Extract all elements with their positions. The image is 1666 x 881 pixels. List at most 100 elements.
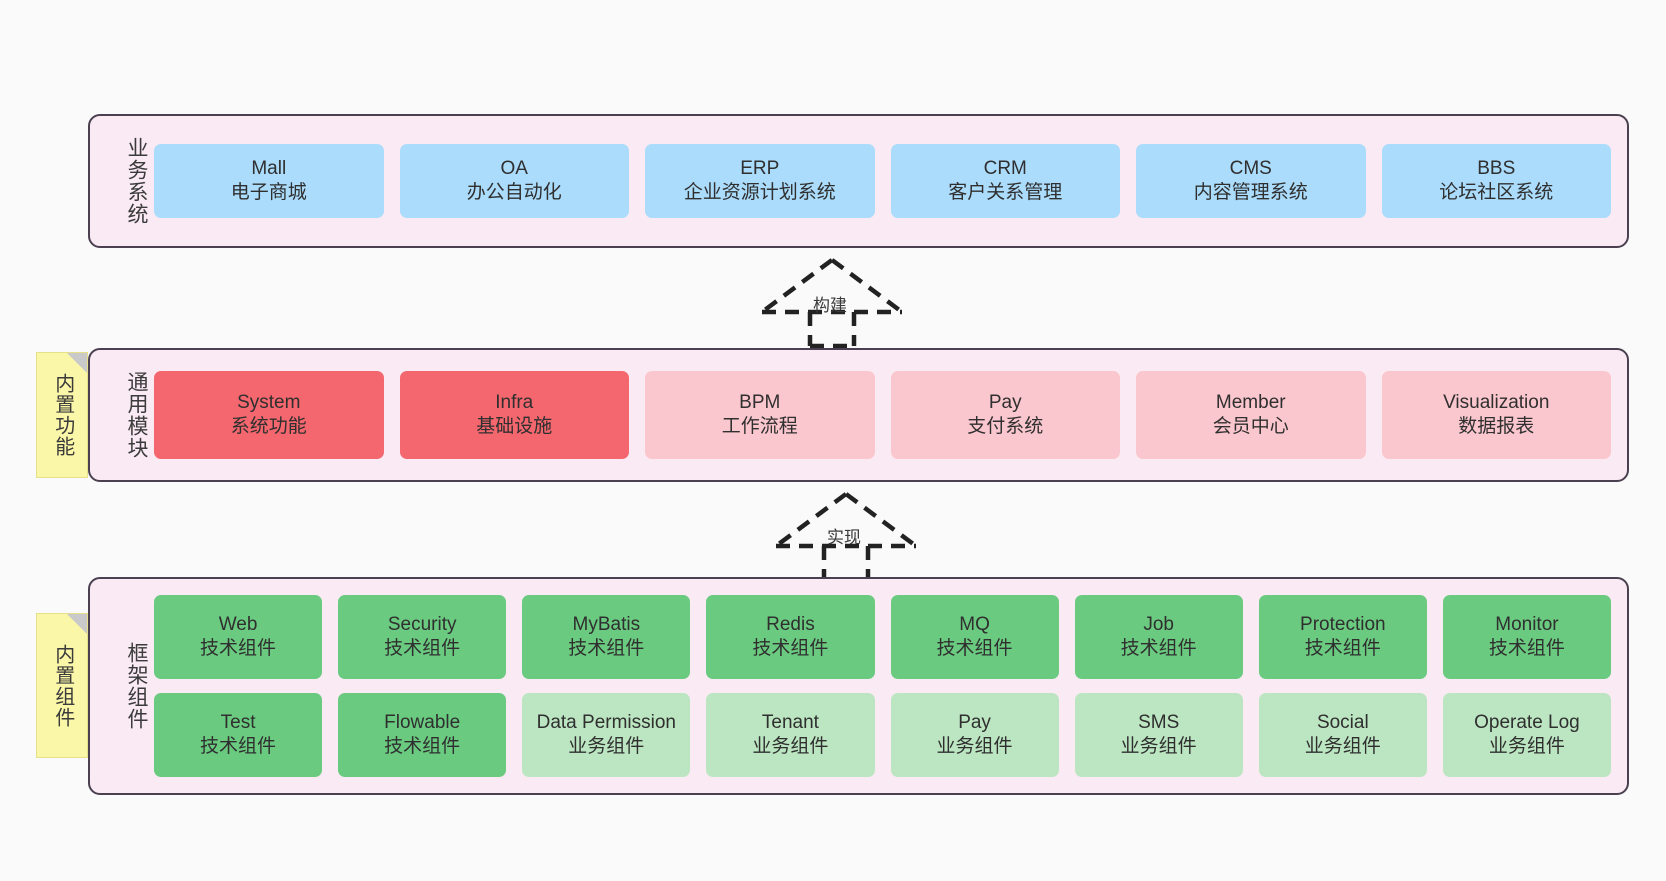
layer-common-modules: 通用模块 System 系统功能 Infra 基础设施 BPM 工作流程 Pay… xyxy=(88,348,1629,482)
card-title: Mall xyxy=(251,157,287,179)
card-crm[interactable]: CRM 客户关系管理 xyxy=(890,144,1120,218)
card-subtitle: 技术组件 xyxy=(1488,638,1565,659)
layer-title-framework: 框架组件 xyxy=(125,642,148,730)
card-web[interactable]: Web 技术组件 xyxy=(154,595,323,679)
card-mq[interactable]: MQ 技术组件 xyxy=(890,595,1059,679)
card-subtitle: 业务组件 xyxy=(1304,736,1381,757)
card-title: Data Permission xyxy=(536,711,676,733)
card-title: Tenant xyxy=(761,711,819,733)
card-subtitle: 论坛社区系统 xyxy=(1439,182,1554,203)
card-row: Mall 电子商城 OA 办公自动化 ERP 企业资源计划系统 CRM 客户关系… xyxy=(154,144,1611,218)
card-title: MQ xyxy=(959,613,990,635)
card-title: Member xyxy=(1215,391,1286,413)
card-sms[interactable]: SMS 业务组件 xyxy=(1074,693,1243,777)
card-mall[interactable]: Mall 电子商城 xyxy=(154,144,384,218)
card-title: ERP xyxy=(740,157,780,179)
card-system[interactable]: System 系统功能 xyxy=(154,371,384,459)
card-bbs[interactable]: BBS 论坛社区系统 xyxy=(1381,144,1611,218)
card-subtitle: 业务组件 xyxy=(1120,736,1197,757)
card-subtitle: 数据报表 xyxy=(1458,416,1535,437)
card-subtitle: 技术组件 xyxy=(384,736,461,757)
card-subtitle: 业务组件 xyxy=(752,736,829,757)
sticky-fold-corner-icon xyxy=(67,614,87,634)
card-subtitle: 电子商城 xyxy=(230,182,307,203)
connector-implement-arrow xyxy=(774,492,918,582)
card-test[interactable]: Test 技术组件 xyxy=(154,693,323,777)
card-flowable[interactable]: Flowable 技术组件 xyxy=(338,693,507,777)
card-subtitle: 系统功能 xyxy=(230,416,307,437)
card-pay-module[interactable]: Pay 支付系统 xyxy=(890,371,1120,459)
layer-framework-cards: Web 技术组件 Security 技术组件 MyBatis 技术组件 Redi… xyxy=(148,579,1627,793)
card-redis[interactable]: Redis 技术组件 xyxy=(706,595,875,679)
card-mybatis[interactable]: MyBatis 技术组件 xyxy=(522,595,691,679)
layer-title-modules: 通用模块 xyxy=(125,371,148,459)
card-title: Web xyxy=(218,613,258,635)
card-subtitle: 技术组件 xyxy=(200,736,277,757)
card-title: SMS xyxy=(1138,711,1180,733)
sticky-note-builtin-features: 内置功能 xyxy=(36,352,88,478)
connector-implement-label: 实现 xyxy=(827,528,861,547)
card-job[interactable]: Job 技术组件 xyxy=(1074,595,1243,679)
sticky-fold-corner-icon xyxy=(67,353,87,373)
card-title: Security xyxy=(387,613,457,635)
layer-title-business: 业务系统 xyxy=(125,137,148,225)
card-subtitle: 业务组件 xyxy=(1488,736,1565,757)
card-erp[interactable]: ERP 企业资源计划系统 xyxy=(645,144,875,218)
card-subtitle: 支付系统 xyxy=(967,416,1044,437)
card-subtitle: 技术组件 xyxy=(384,638,461,659)
card-title: Monitor xyxy=(1495,613,1559,635)
card-title: CMS xyxy=(1229,157,1272,179)
card-title: Operate Log xyxy=(1474,711,1580,733)
card-bpm[interactable]: BPM 工作流程 xyxy=(645,371,875,459)
connector-build-label: 构建 xyxy=(813,296,847,315)
card-subtitle: 办公自动化 xyxy=(466,182,562,203)
card-title: Pay xyxy=(988,391,1022,413)
card-tenant[interactable]: Tenant 业务组件 xyxy=(706,693,875,777)
card-subtitle: 客户关系管理 xyxy=(948,182,1063,203)
card-subtitle: 技术组件 xyxy=(568,638,645,659)
card-title: Test xyxy=(220,711,256,733)
card-member[interactable]: Member 会员中心 xyxy=(1136,371,1366,459)
card-subtitle: 会员中心 xyxy=(1212,416,1289,437)
card-subtitle: 技术组件 xyxy=(1304,638,1381,659)
card-security[interactable]: Security 技术组件 xyxy=(338,595,507,679)
card-subtitle: 技术组件 xyxy=(1120,638,1197,659)
card-social[interactable]: Social 业务组件 xyxy=(1258,693,1427,777)
card-row: Web 技术组件 Security 技术组件 MyBatis 技术组件 Redi… xyxy=(154,595,1611,679)
card-subtitle: 技术组件 xyxy=(936,638,1013,659)
card-title: MyBatis xyxy=(572,613,641,635)
sticky-note-builtin-components: 内置组件 xyxy=(36,613,88,758)
card-title: BPM xyxy=(739,391,781,413)
card-subtitle: 内容管理系统 xyxy=(1193,182,1308,203)
card-title: CRM xyxy=(983,157,1027,179)
card-cms[interactable]: CMS 内容管理系统 xyxy=(1136,144,1366,218)
card-infra[interactable]: Infra 基础设施 xyxy=(399,371,629,459)
card-title: System xyxy=(237,391,301,413)
card-title: Flowable xyxy=(384,711,461,733)
card-title: Job xyxy=(1143,613,1174,635)
card-visualization[interactable]: Visualization 数据报表 xyxy=(1381,371,1611,459)
sticky-note-label: 内置组件 xyxy=(51,643,74,728)
card-protection[interactable]: Protection 技术组件 xyxy=(1258,595,1427,679)
card-oa[interactable]: OA 办公自动化 xyxy=(399,144,629,218)
layer-business-cards: Mall 电子商城 OA 办公自动化 ERP 企业资源计划系统 CRM 客户关系… xyxy=(148,116,1627,246)
card-subtitle: 业务组件 xyxy=(568,736,645,757)
card-pay-component[interactable]: Pay 业务组件 xyxy=(890,693,1059,777)
layer-business-system: 业务系统 Mall 电子商城 OA 办公自动化 ERP 企业资源计划系统 CRM… xyxy=(88,114,1629,248)
card-subtitle: 基础设施 xyxy=(476,416,553,437)
card-row: System 系统功能 Infra 基础设施 BPM 工作流程 Pay 支付系统… xyxy=(154,371,1611,459)
sticky-note-label: 内置功能 xyxy=(51,373,74,457)
card-title: Visualization xyxy=(1443,391,1550,413)
connector-build-arrow xyxy=(760,258,904,348)
card-title: BBS xyxy=(1477,157,1516,179)
card-monitor[interactable]: Monitor 技术组件 xyxy=(1442,595,1611,679)
card-subtitle: 工作流程 xyxy=(721,416,798,437)
card-operate-log[interactable]: Operate Log 业务组件 xyxy=(1442,693,1611,777)
card-title: Protection xyxy=(1300,613,1386,635)
layer-framework-components: 框架组件 Web 技术组件 Security 技术组件 MyBatis 技术组件… xyxy=(88,577,1629,795)
card-subtitle: 业务组件 xyxy=(936,736,1013,757)
card-data-permission[interactable]: Data Permission 业务组件 xyxy=(522,693,691,777)
card-subtitle: 技术组件 xyxy=(752,638,829,659)
card-subtitle: 企业资源计划系统 xyxy=(683,182,836,203)
